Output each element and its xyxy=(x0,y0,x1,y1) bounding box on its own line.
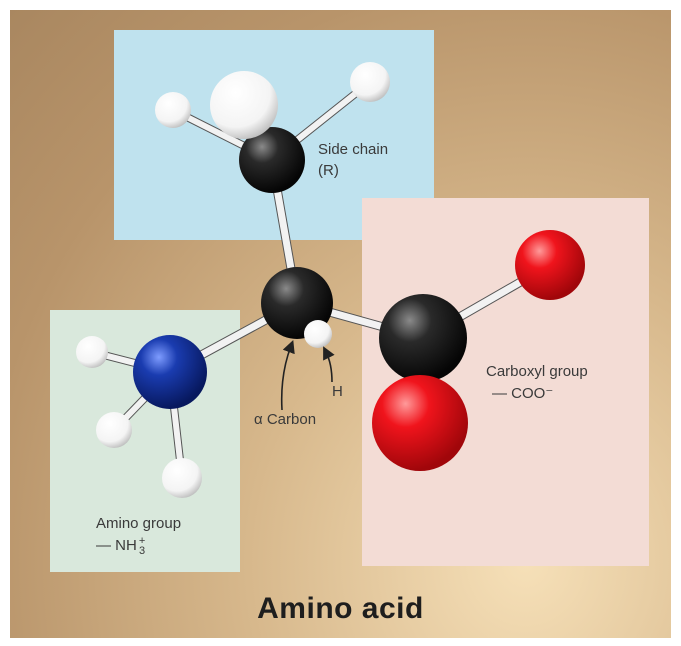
oxygen-atom-2 xyxy=(372,375,468,471)
alpha-carbon-label: α Carbon xyxy=(254,411,317,428)
amino-formula-subscript: 3 xyxy=(139,545,146,558)
amino-formula: — NH+3 xyxy=(96,535,146,558)
oxygen-atom-1 xyxy=(515,230,585,300)
carbon-atom-side-chain xyxy=(239,127,305,193)
alpha-carbon-pointer xyxy=(280,340,295,411)
hydrogen-atom-side-1 xyxy=(155,92,191,128)
hydrogen-atom-side-2 xyxy=(210,71,278,139)
diagram-frame: Side chain (R) Carboxyl group — COO⁻ Ami… xyxy=(10,10,671,638)
amino-group-label: Amino group xyxy=(96,515,182,532)
amino-formula-charge: + xyxy=(138,535,146,548)
side-chain-r-label: (R) xyxy=(318,162,339,179)
hydrogen-atom-n-2 xyxy=(96,412,132,448)
carboxyl-group-label: Carboxyl group xyxy=(486,363,588,380)
hydrogen-atom-n-1 xyxy=(76,336,108,368)
hydrogen-pointer xyxy=(323,346,335,383)
hydrogen-label: H xyxy=(332,383,343,400)
carboxyl-carbon-atom xyxy=(379,294,467,382)
amino-formula-base: — NH xyxy=(96,537,137,554)
hydrogen-atom-alpha xyxy=(304,320,332,348)
nitrogen-atom xyxy=(133,335,207,409)
side-chain-label: Side chain xyxy=(318,141,389,158)
carboxyl-formula: — COO⁻ xyxy=(492,385,554,402)
hydrogen-atom-n-3 xyxy=(162,458,202,498)
hydrogen-atom-side-3 xyxy=(350,62,390,102)
diagram-title: Amino acid xyxy=(257,592,424,625)
molecule-model xyxy=(76,62,585,498)
